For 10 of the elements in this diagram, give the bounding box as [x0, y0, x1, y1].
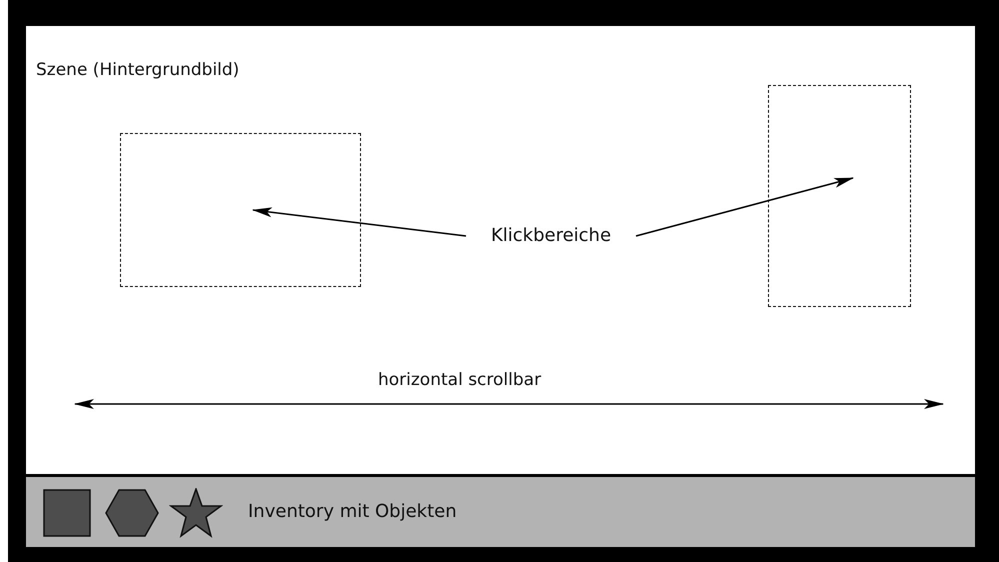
scrollbar-label: horizontal scrollbar: [378, 370, 542, 390]
inventory-bar: [26, 475, 975, 547]
arrow: [252, 207, 466, 237]
scene-title: Szene (Hintergrundbild): [36, 60, 240, 80]
click-area: [768, 85, 911, 307]
click-area: [120, 133, 361, 287]
inventory-label: Inventory mit Objekten: [248, 501, 457, 522]
scene-area: [26, 26, 975, 474]
callout-label: Klickbereiche: [468, 222, 634, 250]
arrow: [636, 177, 854, 237]
